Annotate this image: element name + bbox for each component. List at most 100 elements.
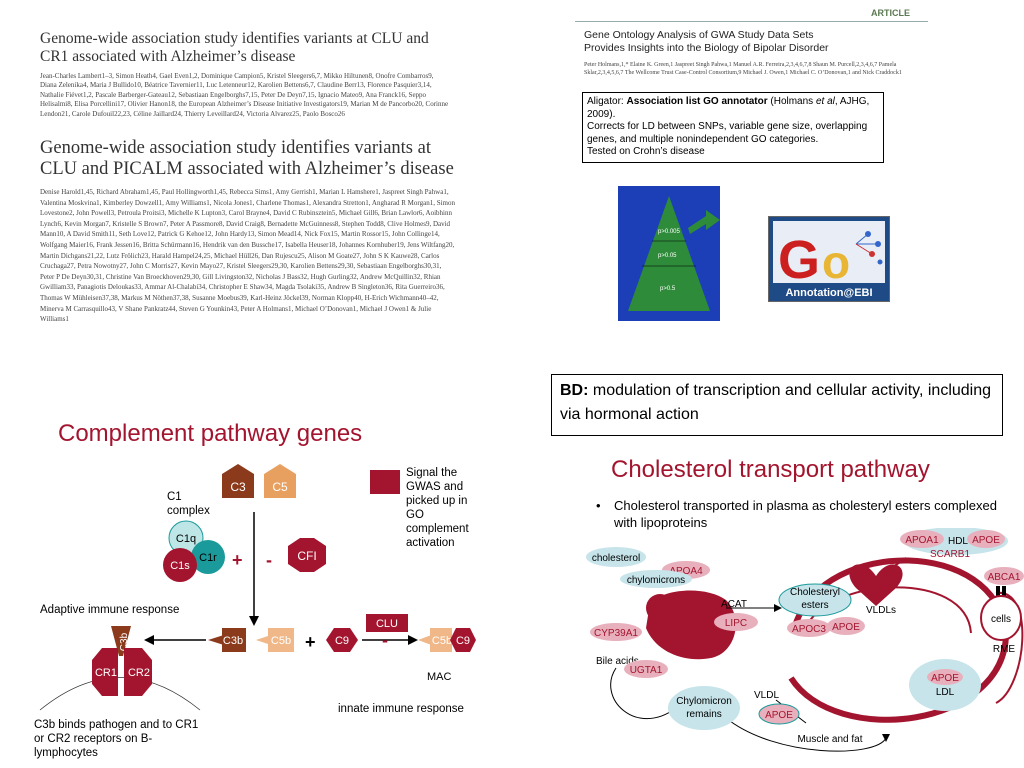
bile-acids-label: Bile acids — [596, 656, 639, 667]
vldls-label: VLDLs — [866, 605, 896, 616]
muscle-fat-label: Muscle and fat — [797, 734, 862, 745]
c5b-label: C5b — [271, 635, 291, 647]
bd-label: BD: — [560, 382, 589, 399]
scarb1-label: SCARB1 — [930, 549, 970, 560]
remains-label: remains — [686, 709, 722, 720]
clu-label: CLU — [376, 618, 398, 630]
annotation-ebi-text: Annotation@EBI — [785, 287, 872, 299]
c1s-node — [163, 548, 197, 582]
aligator-note: Aligator: Association list GO annotator … — [582, 92, 884, 163]
ldl-label: LDL — [936, 687, 955, 698]
apoa4-label: APOA4 — [669, 566, 703, 577]
abca1-label: ABCA1 — [988, 572, 1021, 583]
cholesterol-diagram: cholesterol APOA4 chylomicrons ACAT LIPC… — [586, 528, 1024, 752]
pyramid-figure: p>0.005 p>0.05 p>0.5 — [618, 186, 720, 321]
apoc3-label: APOC3 — [792, 624, 826, 635]
c3b-label: C3b — [223, 635, 243, 647]
paper-1-header: Genome-wide association study identifies… — [40, 30, 450, 144]
cholesterol-bullet: • Cholesterol transported in plasma as c… — [596, 497, 1006, 531]
mac-label: MAC — [427, 671, 452, 683]
cfi-node — [288, 538, 326, 572]
aligator-bold: Association list GO annotator — [626, 96, 768, 107]
article-tag: ARTICLE — [575, 5, 928, 22]
cholesteryl-label: Cholesteryl — [790, 587, 840, 598]
innate-immune-label: innate immune response — [338, 703, 464, 715]
c3b-binding-text: C3b binds pathogen and to CR1 or CR2 rec… — [34, 719, 199, 759]
cr1-label: CR1 — [95, 667, 117, 679]
lipc-label: LIPC — [725, 618, 747, 629]
hdl-label: HDL — [948, 536, 968, 547]
c9-label: C9 — [335, 635, 349, 647]
c3-node — [222, 464, 254, 498]
c1-complex-label: C1 complex — [167, 491, 210, 517]
apoa1-label: APOA1 — [905, 535, 939, 546]
c1r-label: C1r — [199, 552, 217, 564]
c9-node — [326, 628, 358, 652]
plus-sign-2: + — [305, 632, 316, 652]
cr2-label: CR2 — [128, 667, 150, 679]
legend-swatch — [370, 470, 400, 494]
pyramid-label-2: p>0.05 — [658, 253, 677, 259]
cholesterol-label: cholesterol — [592, 553, 640, 564]
complement-legend-text: Signal the GWAS and picked up in GO comp… — [406, 467, 469, 549]
c5-node — [264, 464, 296, 498]
pyramid-label-1: p>0.005 — [658, 229, 681, 235]
cr1-node — [92, 648, 118, 696]
complement-diagram: C3 C5 C1q C1r C1s + - CFI C3b C5b + C9 C… — [39, 464, 476, 711]
paper-1-authors: Jean-Charles Lambert1–3, Simon Heath4, G… — [40, 72, 449, 118]
c1s-label: C1s — [170, 560, 190, 572]
pyramid-shape — [628, 196, 710, 311]
cholesterol-title: Cholesterol transport pathway — [611, 456, 930, 483]
go-letter-g: G — [778, 230, 820, 290]
aligator-line-3: Tested on Crohn’s disease — [587, 146, 705, 157]
bullet-icon: • — [596, 498, 601, 513]
ugta1-label: UGTA1 — [630, 665, 663, 676]
cholesterol-bullet-text: Cholesterol transported in plasma as cho… — [614, 498, 997, 530]
paper-1-title: Genome-wide association study identifies… — [40, 30, 429, 65]
mac-c5b-label: C5b — [432, 635, 452, 647]
chylomicron-label: Chylomicron — [676, 696, 732, 707]
chylomicrons-label: chylomicrons — [627, 575, 685, 586]
apoe-2-label: APOE — [972, 535, 1000, 546]
paper-2-authors: Denise Harold1,45, Richard Abraham1,45, … — [40, 188, 455, 324]
c3-label: C3 — [230, 480, 246, 494]
adaptive-immune-label: Adaptive immune response — [40, 604, 180, 616]
esters-label: esters — [801, 600, 828, 611]
aligator-citation-a: (Holmans — [767, 96, 816, 107]
c5-label: C5 — [272, 480, 288, 494]
bd-box: BD: modulation of transcription and cell… — [551, 374, 1003, 436]
cells-label: cells — [991, 614, 1011, 625]
c1q-label: C1q — [176, 533, 196, 545]
article-title-line-2: Provides Insights into the Biology of Bi… — [584, 42, 829, 54]
c1r-node — [191, 540, 225, 574]
intestine-icon — [646, 594, 674, 622]
c3b-receptor-label: C3b — [119, 632, 130, 651]
acat-label: ACAT — [721, 599, 747, 610]
pyramid-label-3: p>0.5 — [660, 286, 676, 292]
apoe-4-label: APOE — [765, 710, 793, 721]
annotation-ebi-logo: G o Annotation@EBI — [768, 216, 890, 302]
cfi-label: CFI — [297, 549, 316, 563]
article-authors: Peter Holmans,1,* Elaine K. Green,1 Jasp… — [584, 62, 902, 76]
cyp39a1-label: CYP39A1 — [594, 628, 638, 639]
clu-node — [366, 614, 408, 632]
apoe-3-label: APOE — [931, 673, 959, 684]
cr2-node — [124, 648, 152, 696]
mac-c9-label: C9 — [456, 635, 470, 647]
minus-sign-2: - — [382, 630, 388, 650]
article-title-line-1: Gene Ontology Analysis of GWA Study Data… — [584, 29, 814, 41]
bd-text: modulation of transcription and cellular… — [560, 382, 992, 423]
apoe-1-label: APOE — [832, 622, 860, 633]
paper-2-header: Genome-wide association study identifies… — [40, 138, 455, 325]
aligator-citation-b: , AJHG, 2009). — [587, 96, 870, 120]
plus-sign-1: + — [232, 550, 243, 570]
minus-sign-1: - — [266, 550, 272, 570]
aligator-citation-italic: et al — [815, 96, 835, 107]
complement-title: Complement pathway genes — [58, 420, 363, 447]
cholesterol-ellipse — [586, 547, 646, 567]
heart-icon — [849, 564, 903, 606]
vldl-label: VLDL — [754, 690, 779, 701]
c3b-receptor-node — [111, 626, 131, 656]
paper-2-title: Genome-wide association study identifies… — [40, 138, 454, 179]
aligator-line-2: Corrects for LD between SNPs, variable g… — [587, 121, 868, 145]
